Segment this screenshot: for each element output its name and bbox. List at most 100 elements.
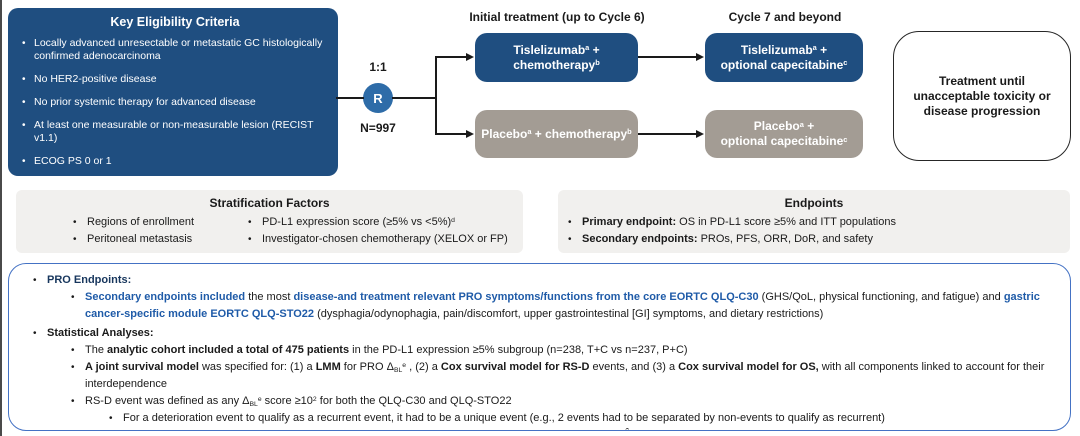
eligibility-item: • ECOG PS 0 or 1	[16, 155, 334, 168]
bullet-marker: •	[33, 328, 37, 339]
arm-label-line: Tislelizumaba +	[513, 42, 600, 57]
arm-box-tislelizumab-chemotherapy: Tislelizumaba + chemotherapyb	[475, 33, 638, 82]
arm-label-line: optional capecitabinec	[720, 134, 848, 148]
endpoints-panel: Endpoints • Primary endpoint: OS in PD-L1…	[558, 190, 1070, 253]
connector-line	[392, 97, 437, 99]
eligibility-item-text: ECOG PS 0 or 1	[34, 155, 112, 167]
bullet-marker: •	[71, 292, 75, 303]
note-text: Secondary endpoints included the most di…	[85, 291, 1040, 320]
bullet-marker: •	[22, 74, 26, 85]
bullet-marker: •	[22, 120, 26, 131]
note-line: • Statistical Analyses:	[9, 325, 1060, 342]
stratification-item-text: PD-L1 expression score (≥5% vs <5%)d	[262, 216, 455, 228]
stratification-columns: • Regions of enrollment • Peritoneal metas…	[16, 214, 523, 247]
randomization-circle: R	[363, 83, 393, 113]
arm-label-line: optional capecitabinec	[720, 57, 848, 72]
note-text: The analytic cohort included a total of …	[85, 344, 688, 356]
note-line: • Secondary endpoints included the most d…	[9, 289, 1060, 323]
bullet-marker: •	[568, 217, 572, 228]
outcome-panel: Treatment until unacceptable toxicity or…	[893, 31, 1071, 161]
connector-line	[638, 133, 696, 135]
stratification-col1: • Regions of enrollment • Peritoneal metas…	[71, 214, 246, 247]
notes-content: • PRO Endpoints: • Secondary endpoints incl…	[9, 272, 1060, 430]
note-text: Statistical Analyses:	[47, 327, 154, 339]
bullet-marker: •	[568, 233, 572, 245]
arm-label-line: chemotherapyb	[513, 57, 600, 72]
arm-box-tislelizumab-capecitabine: Tislelizumaba + optional capecitabinec	[705, 33, 863, 82]
arrowhead-icon	[466, 52, 474, 61]
note-text: RS-D event was defined as any ΔBLe score…	[85, 395, 512, 408]
endpoint-item-text: Primary endpoint: OS in PD-L1 score ≥5% …	[582, 216, 896, 228]
arm-box-placebo-chemotherapy: Placeboa + chemotherapyb	[475, 110, 638, 158]
endpoints-title: Endpoints	[784, 196, 844, 210]
arm-label-line: Tislelizumaba +	[740, 42, 828, 57]
note-line: • For a deterioration event to qualify as…	[9, 410, 1060, 427]
bullet-marker: •	[73, 233, 77, 245]
bullet-marker: •	[22, 97, 26, 108]
eligibility-item-text: No HER2-positive disease	[34, 73, 157, 85]
column-header-initial-treatment: Initial treatment (up to Cycle 6)	[469, 10, 645, 24]
arm-label-line: Placeboa + chemotherapyb	[481, 126, 632, 141]
randomization-ratio: 1:1	[369, 60, 387, 74]
stratification-item-text: Regions of enrollment	[87, 216, 195, 228]
note-text: A joint survival model was specified for…	[85, 361, 1045, 390]
note-text: For a deterioration event to qualify as …	[123, 412, 885, 424]
arrowhead-icon	[696, 129, 704, 138]
connector-line	[435, 56, 466, 58]
note-line: • The analytic cohort included a total of…	[9, 342, 1060, 359]
note-line: • PRO Endpoints:	[9, 272, 1060, 289]
stratification-title: Stratification Factors	[209, 196, 330, 210]
bullet-marker: •	[248, 217, 252, 228]
stratification-item: • Peritoneal metastasis	[71, 231, 246, 248]
bullet-marker: •	[248, 233, 252, 245]
eligibility-item: • No prior systemic therapy for advanced …	[16, 96, 334, 109]
bullet-marker: •	[33, 275, 37, 286]
note-text: PRO Endpoints:	[47, 274, 132, 286]
bullet-marker: •	[73, 217, 77, 228]
note-line: • A joint survival model was specified fo…	[9, 359, 1060, 393]
endpoint-item-text: Secondary endpoints: PROs, PFS, ORR, DoR…	[582, 232, 873, 245]
outcome-text: Treatment until unacceptable toxicity or…	[913, 73, 1051, 118]
note-line: • RS-D event was defined as any ΔBLe scor…	[9, 393, 1060, 410]
connector-line	[435, 133, 466, 135]
sample-size-label: N=997	[360, 121, 396, 135]
eligibility-item-text: Locally advanced unresectable or metasta…	[34, 37, 323, 62]
bullet-marker: •	[71, 396, 75, 407]
notes-panel: • PRO Endpoints: • Secondary endpoints incl…	[8, 263, 1071, 431]
eligibility-item: • At least one measurable or non-measurab…	[16, 119, 334, 145]
stratification-item-text: Peritoneal metastasis	[87, 232, 193, 245]
eligibility-item: • No HER2-positive disease	[16, 73, 334, 86]
note-line: • Model and parameter convergence were ev…	[9, 427, 1060, 430]
eligibility-item: • Locally advanced unresectable or metast…	[16, 37, 334, 63]
bullet-marker: •	[71, 427, 75, 430]
stratification-item: • Regions of enrollment	[71, 214, 246, 231]
eligibility-item-text: No prior systemic therapy for advanced d…	[34, 96, 256, 108]
stratification-item: • PD-L1 expression score (≥5% vs <5%)d	[246, 214, 508, 231]
column-header-cycle7: Cycle 7 and beyond	[728, 10, 842, 24]
arrowhead-icon	[466, 129, 474, 138]
eligibility-title: Key Eligibility Criteria	[110, 15, 240, 29]
stratification-item: • Investigator-chosen chemotherapy (XELOX…	[246, 231, 508, 248]
bullet-marker: •	[22, 156, 26, 167]
endpoint-item: • Secondary endpoints: PROs, PFS, ORR, Do…	[566, 231, 1070, 248]
eligibility-panel: Key Eligibility Criteria • Locally advanc…	[8, 8, 338, 176]
note-text: Model and parameter convergence were eva…	[85, 429, 670, 430]
stratification-panel: Stratification Factors • Regions of enrol…	[16, 190, 523, 253]
arm-box-placebo-capecitabine: Placeboa + optional capecitabinec	[705, 110, 863, 158]
connector-line	[435, 56, 437, 135]
stratification-item-text: Investigator-chosen chemotherapy (XELOX …	[262, 232, 508, 245]
endpoint-item: • Primary endpoint: OS in PD-L1 score ≥5%…	[566, 214, 1070, 231]
arm-label-line: Placeboa +	[753, 119, 815, 133]
stratification-col2: • PD-L1 expression score (≥5% vs <5%)d • I…	[246, 214, 508, 247]
bullet-marker: •	[71, 345, 75, 356]
bullet-marker: •	[71, 362, 75, 373]
eligibility-item-text: At least one measurable or non-measurabl…	[34, 119, 314, 144]
endpoints-list: • Primary endpoint: OS in PD-L1 score ≥5%…	[566, 214, 1070, 247]
connector-line	[638, 56, 696, 58]
connector-line	[336, 97, 364, 99]
bullet-marker: •	[109, 413, 113, 424]
arrowhead-icon	[696, 52, 704, 61]
eligibility-list: • Locally advanced unresectable or metast…	[16, 37, 334, 168]
bullet-marker: •	[22, 38, 26, 49]
